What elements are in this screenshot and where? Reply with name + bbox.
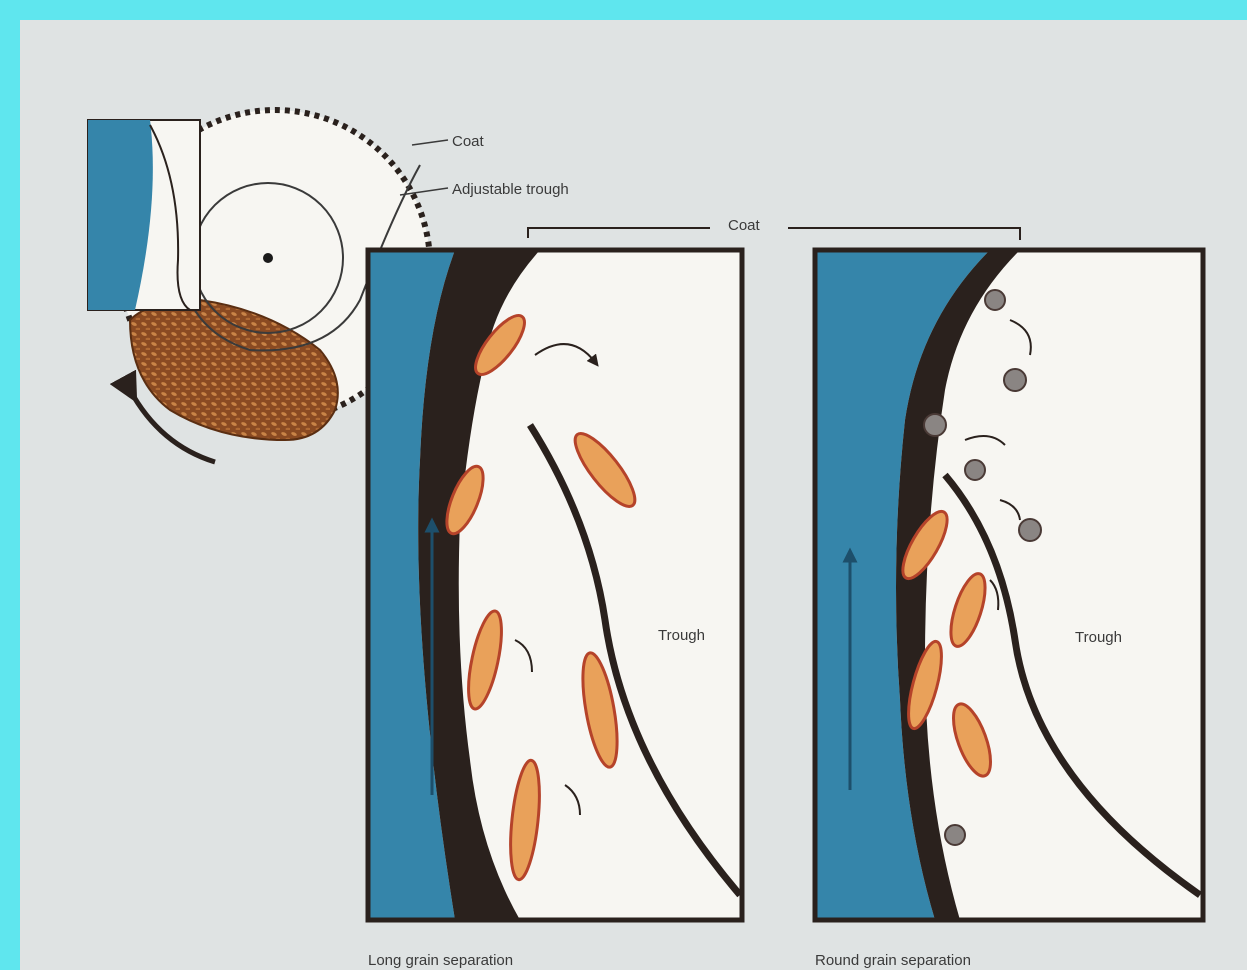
- round-grain: [1019, 519, 1041, 541]
- label-adjustable-trough: Adjustable trough: [452, 181, 569, 198]
- round-grain: [945, 825, 965, 845]
- round-grain: [924, 414, 946, 436]
- round-grain: [1004, 369, 1026, 391]
- panel-long-grain: Trough Long grain separation: [368, 250, 742, 969]
- panel-round-grain: Trough Round grain separation: [815, 250, 1203, 969]
- round-grain: [965, 460, 985, 480]
- drum-axis-dot: [263, 253, 273, 263]
- label-coat-bracket: Coat: [728, 217, 761, 234]
- label-coat-top: Coat: [452, 133, 485, 150]
- caption-long-grain: Long grain separation: [368, 952, 513, 969]
- label-trough-right: Trough: [1075, 629, 1122, 646]
- caption-round-grain: Round grain separation: [815, 952, 971, 969]
- label-trough-left: Trough: [658, 627, 705, 644]
- round-grain: [985, 290, 1005, 310]
